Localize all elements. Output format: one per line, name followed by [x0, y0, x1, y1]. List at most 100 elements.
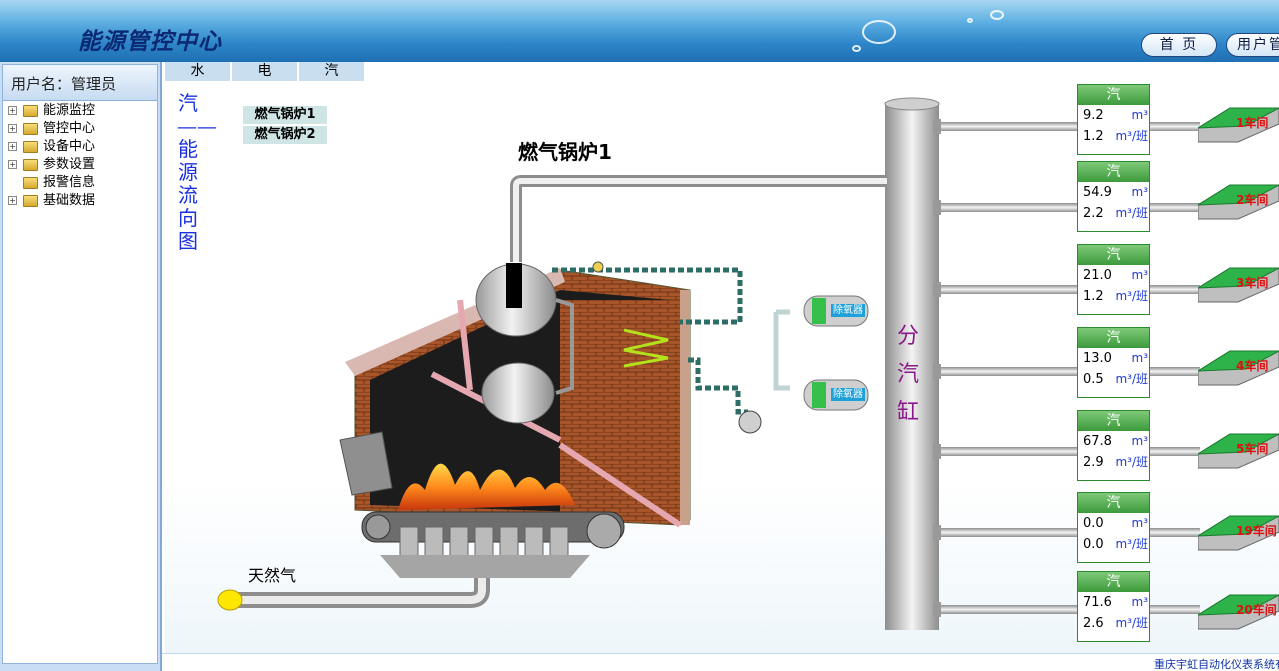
nav-item[interactable]: + 能源监控 — [3, 102, 157, 120]
tab-electric[interactable]: 电 — [232, 62, 298, 81]
folder-icon — [23, 159, 38, 171]
nav-item[interactable]: +管控中心 — [3, 120, 157, 138]
folder-icon — [23, 195, 38, 207]
flow-unit: m³ — [1131, 516, 1149, 530]
workshop-house-icon — [1198, 433, 1279, 469]
folder-icon — [23, 177, 38, 189]
meter-header: 汽 — [1078, 162, 1149, 182]
nav-item-label: 报警信息 — [43, 175, 96, 190]
flow-unit: m³ — [1131, 108, 1149, 122]
expand-icon[interactable]: + — [8, 106, 17, 115]
nav-item-label: 设备中心 — [43, 139, 96, 154]
total-unit: m³/班 — [1115, 129, 1148, 143]
nav-item[interactable]: + 设备中心 — [3, 138, 157, 156]
deaerator-label: 除氧器 — [831, 304, 865, 317]
meter-header: 汽 — [1078, 328, 1149, 348]
user-manage-button[interactable]: 用户管 — [1226, 33, 1279, 57]
workshop-building[interactable]: 3车间 — [1198, 266, 1279, 304]
expand-icon[interactable]: + — [8, 196, 17, 205]
meter-flow-row: 9.2 m³ — [1078, 105, 1149, 126]
nav-item[interactable]: 报警信息 — [3, 174, 157, 192]
flow-value: 9.2 — [1083, 108, 1104, 123]
footer: 重庆宇虹自动化仪表系统有限公司 — [162, 653, 1279, 671]
folder-icon — [23, 105, 38, 117]
steam-header-cylinder — [885, 102, 939, 630]
workshop-building[interactable]: 5车间 — [1198, 432, 1279, 470]
steam-meter[interactable]: 汽 9.2 m³ 1.2 m³/班 — [1077, 84, 1150, 155]
total-value: 1.2 — [1083, 289, 1104, 304]
flow-unit: m³ — [1131, 268, 1149, 282]
total-unit: m³/班 — [1115, 372, 1148, 386]
boiler-graphic — [339, 263, 691, 578]
expand-icon[interactable]: + — [8, 124, 17, 133]
natural-gas-label: 天然气 — [248, 566, 297, 585]
expand-icon[interactable]: + — [8, 142, 17, 151]
nav-tree: +能源监控+管控中心+设备中心+参数设置报警信息+基础数据 — [3, 101, 157, 210]
workshop-building[interactable]: 2车间 — [1198, 183, 1279, 221]
nav-item[interactable]: + 参数设置 — [3, 156, 157, 174]
tab-water[interactable]: 水 — [165, 62, 231, 81]
meter-flow-row: 21.0 m³ — [1078, 265, 1149, 286]
workshop-building[interactable]: 1车间 — [1198, 106, 1279, 144]
flow-value: 67.8 — [1083, 434, 1112, 449]
expand-icon[interactable]: + — [8, 160, 17, 169]
total-value: 0.0 — [1083, 537, 1104, 552]
workshop-house-icon — [1198, 107, 1279, 143]
flow-unit: m³ — [1131, 595, 1149, 609]
workshop-label: 19车间 — [1236, 524, 1277, 538]
bubble-decoration — [852, 45, 861, 52]
boiler-1-button[interactable]: 燃气锅炉1 — [243, 106, 327, 124]
nav-item-label: 能源监控 — [43, 103, 96, 118]
company-name: 重庆宇虹自动化仪表系统有限公司 — [1154, 658, 1279, 671]
nav-item-label: 参数设置 — [43, 157, 96, 172]
nav-item[interactable]: + 基础数据 — [3, 192, 157, 210]
meter-total-row: 0.0 m³/班 — [1078, 534, 1149, 555]
flow-diagram-title: 汽——能源流向图 — [177, 91, 217, 253]
bubble-decoration — [862, 20, 896, 44]
total-unit: m³/班 — [1115, 455, 1148, 469]
total-value: 0.5 — [1083, 372, 1104, 387]
meter-header: 汽 — [1078, 411, 1149, 431]
meter-total-row: 2.9 m³/班 — [1078, 452, 1149, 473]
workshop-label: 20车间 — [1236, 603, 1277, 617]
workshop-house-icon — [1198, 594, 1279, 630]
workshop-building[interactable]: 20车间 — [1198, 593, 1279, 631]
flow-value: 21.0 — [1083, 268, 1112, 283]
boiler-2-button[interactable]: 燃气锅炉2 — [243, 126, 327, 144]
folder-icon — [23, 123, 38, 135]
deaerator-1: 除氧器 — [802, 292, 870, 330]
deaerator-2: 除氧器 — [802, 376, 870, 414]
bubble-decoration — [990, 10, 1004, 20]
total-value: 2.9 — [1083, 455, 1104, 470]
nav-item-label: 基础数据 — [43, 193, 96, 208]
workshop-building[interactable]: 19车间 — [1198, 514, 1279, 552]
meter-header: 汽 — [1078, 85, 1149, 105]
workshop-building[interactable]: 4车间 — [1198, 349, 1279, 387]
boiler-title: 燃气锅炉1 — [518, 140, 612, 164]
tab-steam[interactable]: 汽 — [299, 62, 365, 81]
workshop-house-icon — [1198, 350, 1279, 386]
home-button[interactable]: 首 页 — [1141, 33, 1217, 57]
meter-header: 汽 — [1078, 245, 1149, 265]
workshop-house-icon — [1198, 184, 1279, 220]
total-unit: m³/班 — [1115, 537, 1148, 551]
flow-unit: m³ — [1131, 351, 1149, 365]
total-value: 1.2 — [1083, 129, 1104, 144]
top-banner: 能源管控中心 首 页 用户管 — [0, 0, 1279, 62]
meter-header: 汽 — [1078, 493, 1149, 513]
